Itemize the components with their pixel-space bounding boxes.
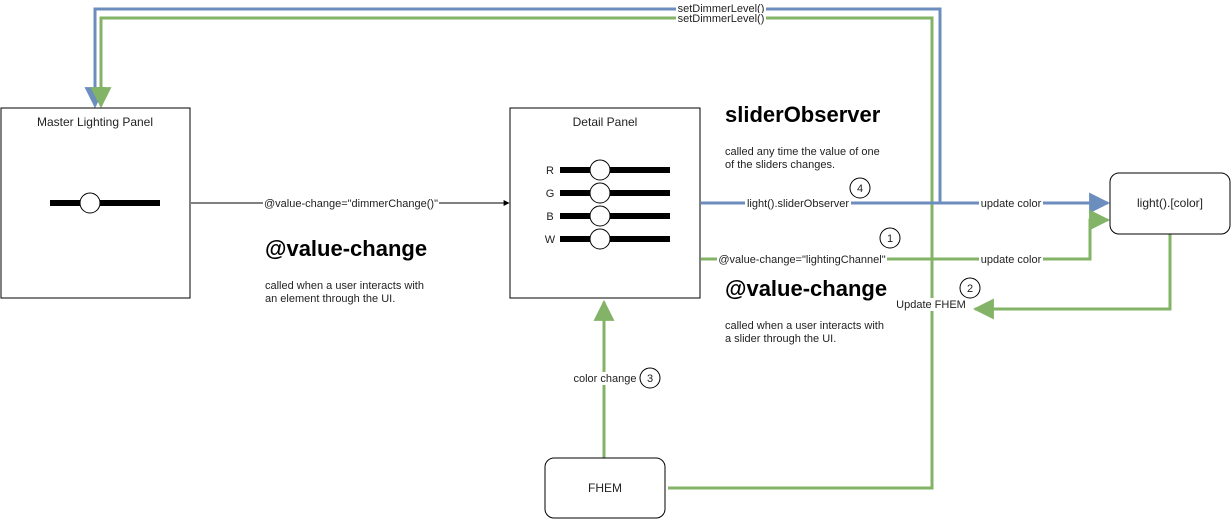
slider-knob-w[interactable] [589,228,611,250]
detail-panel-title: Detail Panel [573,115,638,129]
slider-label-r: R [546,165,554,177]
annotation-master-line-1: called when a user interacts with [265,280,424,292]
annotation-slider-observer-line-2: of the sliders changes. [725,159,835,171]
slider-knob-r[interactable] [589,159,611,181]
label-lighting-channel: @value-change="lightingChannel" [717,253,887,266]
annotation-slider-observer-heading: sliderObserver [725,102,881,127]
svg-text:2: 2 [967,283,973,295]
label-color-change: color change [572,372,638,385]
master-slider-knob[interactable] [79,192,101,214]
edge-update-fhem [972,234,1172,320]
label-set-dimmer-1: setDimmerLevel() [676,3,766,15]
fhem-box: FHEM [544,457,666,519]
slider-row-r: R [546,159,670,181]
svg-text:setDimmerLevel(): setDimmerLevel() [678,3,765,15]
annotation-slider-observer-line-1: called any time the value of one [725,146,880,158]
slider-label-b: B [546,211,553,223]
master-panel-title: Master Lighting Panel [37,115,153,129]
label-set-dimmer-2: setDimmerLevel() [676,13,766,25]
badge-2: 2 [959,277,981,299]
slider-label-g: G [546,188,555,200]
label-slider-observer: light().sliderObserver [745,197,851,210]
annotation-detail-line-1: called when a user interacts with [725,320,884,332]
annotation-master-line-2: an element through the UI. [265,293,395,305]
light-color-box: light().[color] [1109,172,1231,235]
label-update-fhem: Update FHEM [895,298,967,311]
slider-knob-b[interactable] [589,205,611,227]
slider-label-w: W [545,234,556,246]
edge-lighting-channel [701,209,1111,261]
fhem-title: FHEM [588,481,622,495]
badge-4: 4 [849,177,871,199]
annotation-detail-heading: @value-change [725,276,887,301]
svg-text:4: 4 [857,183,863,195]
label-update-color-2: update color [979,253,1043,266]
slider-row-g: G [546,182,670,204]
annotation-detail-line-2: a slider through the UI. [725,333,836,345]
badge-1: 1 [879,227,901,249]
svg-text:3: 3 [647,373,653,385]
annotation-value-change-master: @value-change called when a user interac… [265,236,427,305]
svg-text:update color: update color [981,198,1042,210]
svg-text:1: 1 [887,233,893,245]
annotation-slider-observer: sliderObserver called any time the value… [725,102,881,171]
slider-row-b: B [546,205,670,227]
svg-text:light().sliderObserver: light().sliderObserver [747,198,849,210]
master-lighting-panel: Master Lighting Panel [0,107,191,299]
slider-knob-g[interactable] [589,182,611,204]
annotation-master-heading: @value-change [265,236,427,261]
badge-3: 3 [639,367,661,389]
label-update-color-1: update color [979,197,1043,210]
edge-set-dimmer-blue [84,7,942,202]
label-dimmer-change: @value-change="dimmerChange()" [263,197,439,210]
svg-text:@value-change="lightingChannel: @value-change="lightingChannel" [718,254,885,266]
svg-text:update color: update color [981,254,1042,266]
svg-text:setDimmerLevel(): setDimmerLevel() [678,13,765,25]
edge-set-dimmer-green [90,16,934,490]
slider-row-w: W [545,228,670,250]
svg-text:Update FHEM: Update FHEM [896,299,966,311]
light-color-title: light().[color] [1137,196,1203,210]
svg-text:color change: color change [574,373,637,385]
annotation-value-change-detail: @value-change called when a user interac… [725,276,887,345]
svg-text:@value-change="dimmerChange()": @value-change="dimmerChange()" [264,198,438,210]
